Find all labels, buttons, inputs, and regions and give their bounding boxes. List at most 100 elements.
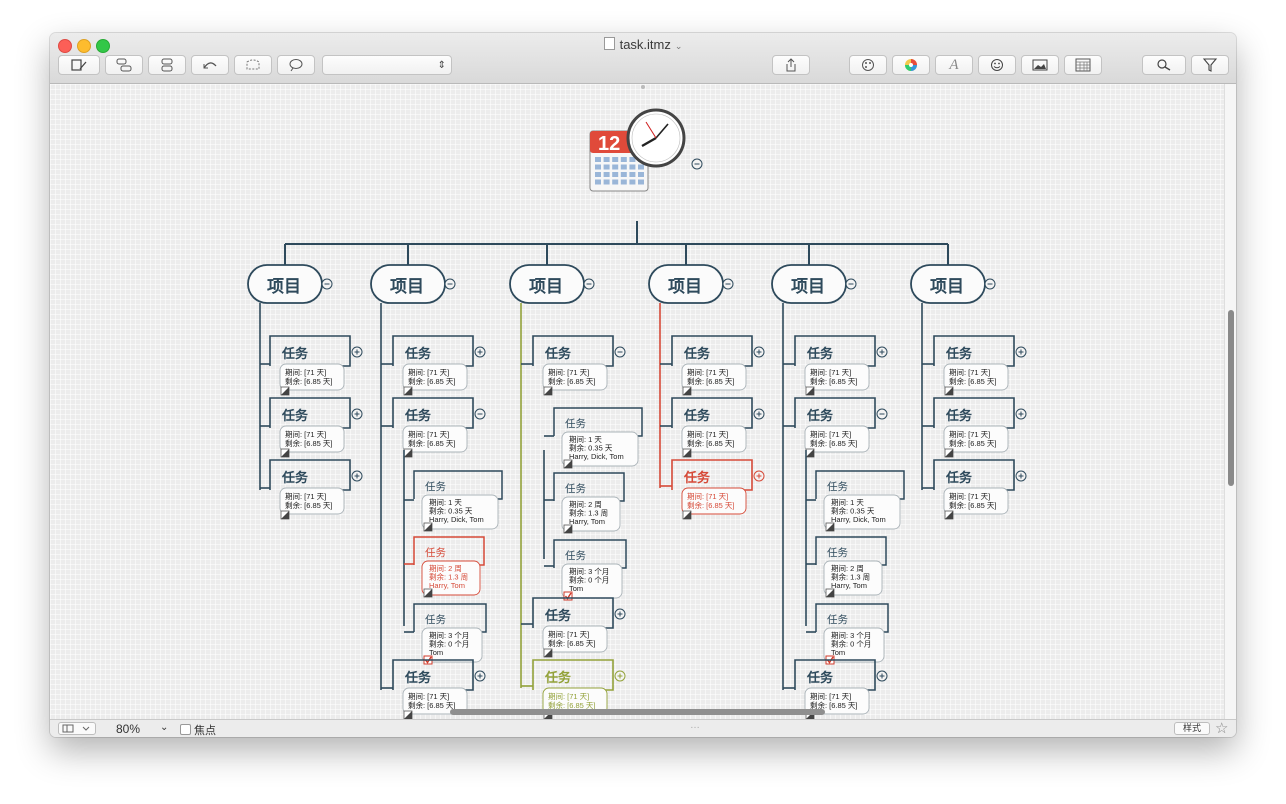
collapse-icon[interactable] [876,408,888,420]
minimize-button[interactable] [77,39,91,53]
zoom-chevron-down-icon[interactable]: ⌄ [160,722,169,733]
zoom-button[interactable] [96,39,110,53]
horizontal-scrollbar[interactable] [50,705,1224,719]
horizontal-scroll-thumb[interactable] [450,709,825,715]
expand-icon[interactable] [474,670,486,682]
image-button[interactable] [1021,55,1059,75]
calendar-clock-icon[interactable]: 12 [589,108,686,192]
boundary-button[interactable] [234,55,272,75]
share-button[interactable] [772,55,810,75]
task-remaining: 剩余: [6.85 天] [548,376,596,386]
sibling-topic-button[interactable] [105,55,143,75]
expand-icon[interactable] [351,408,363,420]
theme-button[interactable] [849,55,887,75]
expand-icon[interactable] [753,408,765,420]
subtask-title-frame [413,536,485,566]
project-node-2[interactable]: 项目 [370,264,446,304]
expand-icon[interactable] [351,470,363,482]
task-title-frame [933,459,1015,491]
progress-fill [683,449,691,457]
collapse-icon[interactable] [474,408,486,420]
zoom-level[interactable]: 80% [116,722,141,736]
search-button[interactable] [1142,55,1186,75]
project-node-3[interactable]: 项目 [509,264,585,304]
window-title-area[interactable]: task.itmz⌄ [50,37,1236,52]
font-button[interactable]: A [935,55,973,75]
collapse-icon[interactable] [984,278,996,290]
callout-button[interactable] [277,55,315,75]
style-select[interactable]: ⇕ [322,55,452,75]
expand-icon[interactable] [1015,346,1027,358]
collapse-icon[interactable] [444,278,456,290]
child-topic-button[interactable] [148,55,186,75]
canvas-drag-handle[interactable] [641,85,645,89]
collapse-icon[interactable] [321,278,333,290]
collapse-icon[interactable] [583,278,595,290]
new-topic-button[interactable] [58,55,100,75]
expand-icon[interactable] [351,346,363,358]
expand-icon[interactable] [876,346,888,358]
resize-handle-icon[interactable]: … [690,720,700,731]
project-node-4[interactable]: 项目 [648,264,724,304]
expand-icon[interactable] [753,470,765,482]
expand-icon[interactable] [474,346,486,358]
vertical-scrollbar[interactable] [1224,84,1236,719]
project-node-6[interactable]: 项目 [910,264,986,304]
emoji-button[interactable] [978,55,1016,75]
subtask-note-line: 期间: 2 周 [429,564,462,573]
collapse-icon[interactable] [722,278,734,290]
clock-second-hand [645,121,657,139]
filter-button[interactable] [1191,55,1229,75]
collapse-icon[interactable] [691,158,703,170]
expand-icon[interactable] [614,670,626,682]
task-progress-icon [805,386,815,396]
style-button[interactable]: 样式 [1174,722,1210,735]
expand-icon[interactable] [876,670,888,682]
task-progress-icon [280,448,290,458]
expand-icon[interactable] [753,346,765,358]
expand-icon[interactable] [1015,470,1027,482]
star-icon[interactable]: ☆ [1215,720,1229,737]
task-title-frame [933,397,1015,429]
expand-icon[interactable] [614,608,626,620]
color-button[interactable] [892,55,930,75]
close-button[interactable] [58,39,72,53]
expand-icon[interactable] [1015,408,1027,420]
collapse-icon[interactable] [614,346,626,358]
calendar-button[interactable] [1064,55,1102,75]
relationship-button[interactable] [191,55,229,75]
collapse-icon[interactable] [845,278,857,290]
project-node-1[interactable]: 项目 [247,264,323,304]
vertical-scroll-thumb[interactable] [1228,310,1234,486]
sidebar-toggle-button[interactable] [58,722,96,735]
project-node-5[interactable]: 项目 [771,264,847,304]
focus-checkbox[interactable] [180,724,191,735]
